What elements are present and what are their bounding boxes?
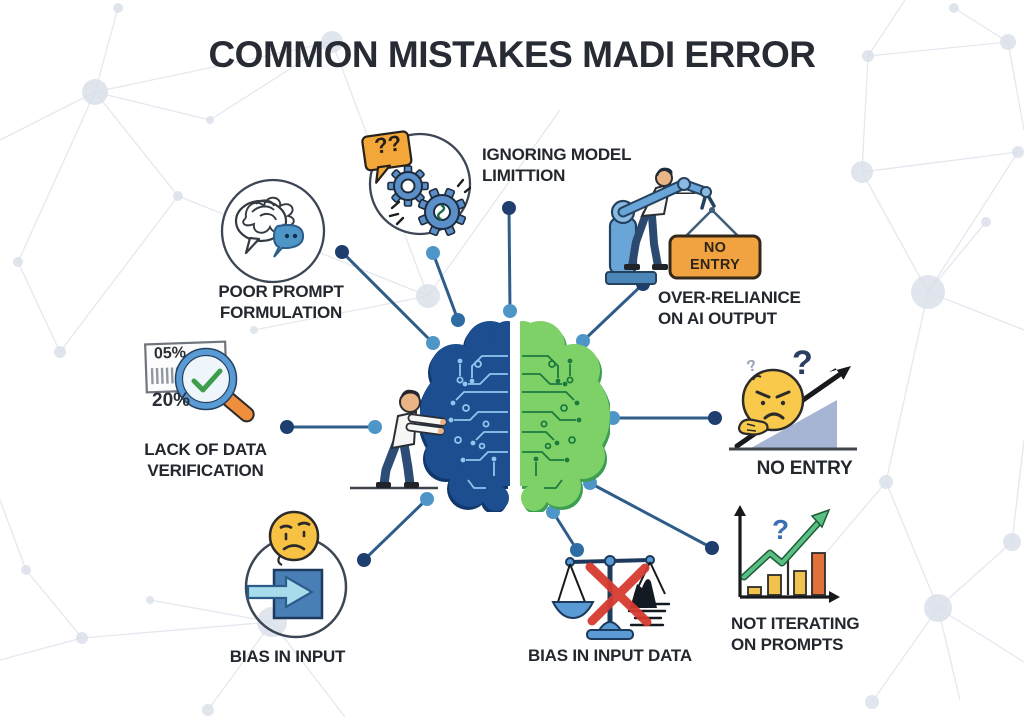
no-entry-sign-text: NO ENTRY	[689, 240, 741, 274]
magnifier-check-document-icon	[144, 340, 255, 423]
page-title: COMMON MISTAKES MADI ERROR	[208, 34, 816, 75]
connector-poor-prompt	[340, 250, 435, 345]
broken-gears-icon	[361, 130, 472, 237]
label-no-entry: NO ENTRY	[756, 458, 853, 479]
thinking-question-large: ?	[792, 344, 813, 382]
label-lack-verification: LACK OF DATA VERIFICATION	[144, 440, 267, 481]
brain-right-half	[520, 321, 610, 512]
label-ignoring-model: IGNORING MODEL LIMITTION	[482, 145, 632, 186]
label-bias-input-data: BIAS IN INPUT DATA	[528, 646, 692, 665]
tangled-speech-bubbles-icon	[220, 178, 326, 284]
connector-bias-data	[551, 510, 579, 552]
connector-over-reliance	[581, 282, 645, 343]
label-poor-prompt: POOR PROMPT FORMULATION	[218, 282, 344, 323]
question-bubble	[361, 130, 413, 184]
worried-face-input-arrow-icon	[244, 510, 348, 639]
unbalanced-scales-crossed-icon	[551, 555, 671, 640]
document-value-bottom: 20%	[152, 390, 191, 411]
label-bias-input: BIAS IN INPUT	[229, 647, 346, 666]
person-figure-icon	[350, 389, 447, 490]
thinking-face-rising-arrow-icon	[729, 366, 857, 451]
connector-gears-a	[431, 251, 460, 322]
document-value-top: 05%	[153, 344, 187, 363]
label-not-iterating: NOT ITERATING ON PROMPTS	[731, 614, 860, 655]
chart-question-text: ?	[772, 514, 790, 545]
brain-circuit-icon	[420, 321, 610, 512]
connector-gears-b	[507, 206, 512, 313]
connector-bias-input	[362, 497, 429, 562]
red-cross-mark	[585, 562, 652, 627]
brain-left-half	[420, 321, 510, 512]
robot-arm-sign-icon	[605, 167, 762, 285]
connector-not-iterating	[588, 481, 714, 550]
bar-chart-question-icon	[734, 505, 840, 603]
label-over-reliance: OVER-RELIANICE ON AI OUTPUT	[658, 288, 801, 329]
